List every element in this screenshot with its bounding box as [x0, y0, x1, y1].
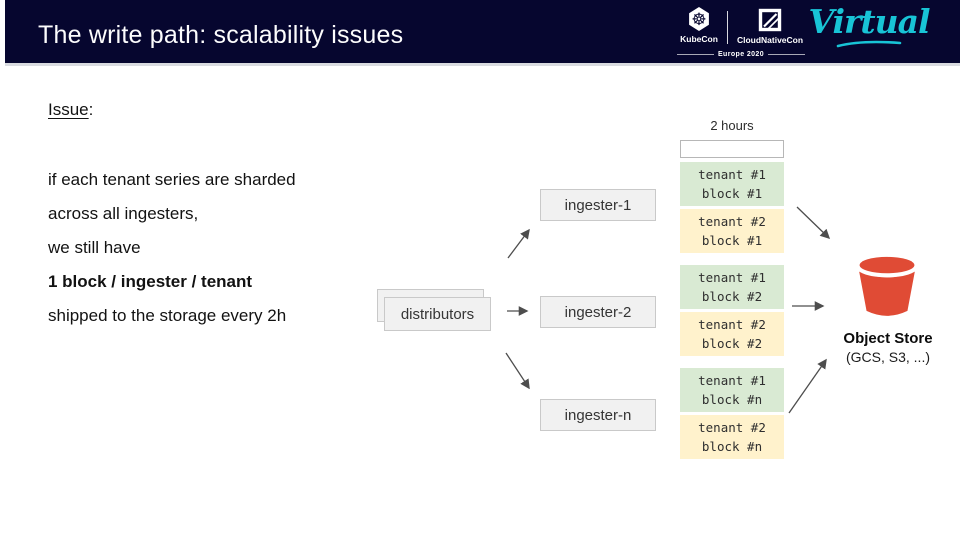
time-window-bracket: [680, 140, 784, 158]
bucket-icon: [857, 256, 917, 316]
tenant-block-tenant: tenant #1: [698, 373, 766, 388]
kubecon-logo: ☸ KubeCon: [673, 7, 725, 44]
tenant-block-block: block #n: [701, 439, 763, 454]
cloudnativecon-icon: [758, 8, 782, 32]
issue-heading-colon: :: [88, 100, 94, 119]
event-line-left: [677, 54, 714, 55]
tenant-block: tenant #2 block #2: [680, 312, 784, 356]
issue-line-4: 1 block / ingester / tenant: [48, 272, 253, 291]
cloudnativecon-label: CloudNativeCon: [736, 35, 804, 45]
ingester-1-box: ingester-1: [540, 189, 656, 221]
tenant-block-tenant: tenant #2: [698, 420, 766, 435]
ingester-2-box: ingester-2: [540, 296, 656, 328]
tenant-block-block: block #2: [701, 289, 763, 304]
tenant-block-tenant: tenant #1: [698, 167, 766, 182]
tenant-block-tenant: tenant #1: [698, 270, 766, 285]
issue-text: if each tenant series are sharded across…: [48, 163, 296, 333]
object-store-title: Object Store: [843, 330, 933, 347]
tenant-block-tenant: tenant #2: [698, 214, 766, 229]
virtual-text: Virtual: [808, 2, 930, 41]
slide-title: The write path: scalability issues: [38, 21, 404, 49]
logo-separator: [727, 11, 728, 44]
tenant-block: tenant #1 block #n: [680, 368, 784, 412]
issue-line-5: shipped to the storage every 2h: [48, 306, 287, 325]
issue-heading: Issue:: [48, 100, 93, 120]
time-window-label: 2 hours: [710, 118, 754, 133]
event-line-right: [768, 54, 805, 55]
header-bar: The write path: scalability issues ☸ Kub…: [5, 0, 960, 66]
issue-line-2: across all ingesters,: [48, 204, 199, 223]
object-store-subtitle: (GCS, S3, ...): [845, 349, 930, 365]
cloudnativecon-logo: CloudNativeCon: [732, 8, 808, 45]
tenant-block: tenant #1 block #2: [680, 265, 784, 309]
ingester-n-box: ingester-n: [540, 399, 656, 431]
distributors-box: distributors: [384, 297, 491, 331]
issue-line-1: if each tenant series are sharded: [48, 170, 296, 189]
tenant-block-block: block #1: [701, 233, 763, 248]
tenant-block-tenant: tenant #2: [698, 317, 766, 332]
kubecon-label: KubeCon: [680, 34, 718, 44]
virtual-logo: Virtual: [804, 2, 934, 48]
helm-wheel-icon: ☸: [689, 7, 709, 31]
tenant-block-block: block #2: [701, 336, 763, 351]
ingester-n-label: ingester-n: [564, 406, 632, 424]
tenant-block: tenant #2 block #n: [680, 415, 784, 459]
tenant-block-block: block #1: [701, 186, 763, 201]
ingester-2-label: ingester-2: [564, 303, 632, 321]
tenant-block: tenant #1 block #1: [680, 162, 784, 206]
virtual-underline-swoosh: [836, 40, 902, 48]
tenant-block-block: block #n: [701, 392, 763, 407]
ingester-1-label: ingester-1: [564, 196, 632, 214]
issue-heading-word: Issue: [48, 100, 89, 119]
event-label-row: Europe 2020: [677, 51, 805, 58]
tenant-block: tenant #2 block #1: [680, 209, 784, 253]
event-text: Europe 2020: [717, 51, 765, 58]
distributors-label: distributors: [400, 305, 475, 323]
issue-line-3: we still have: [48, 238, 141, 257]
